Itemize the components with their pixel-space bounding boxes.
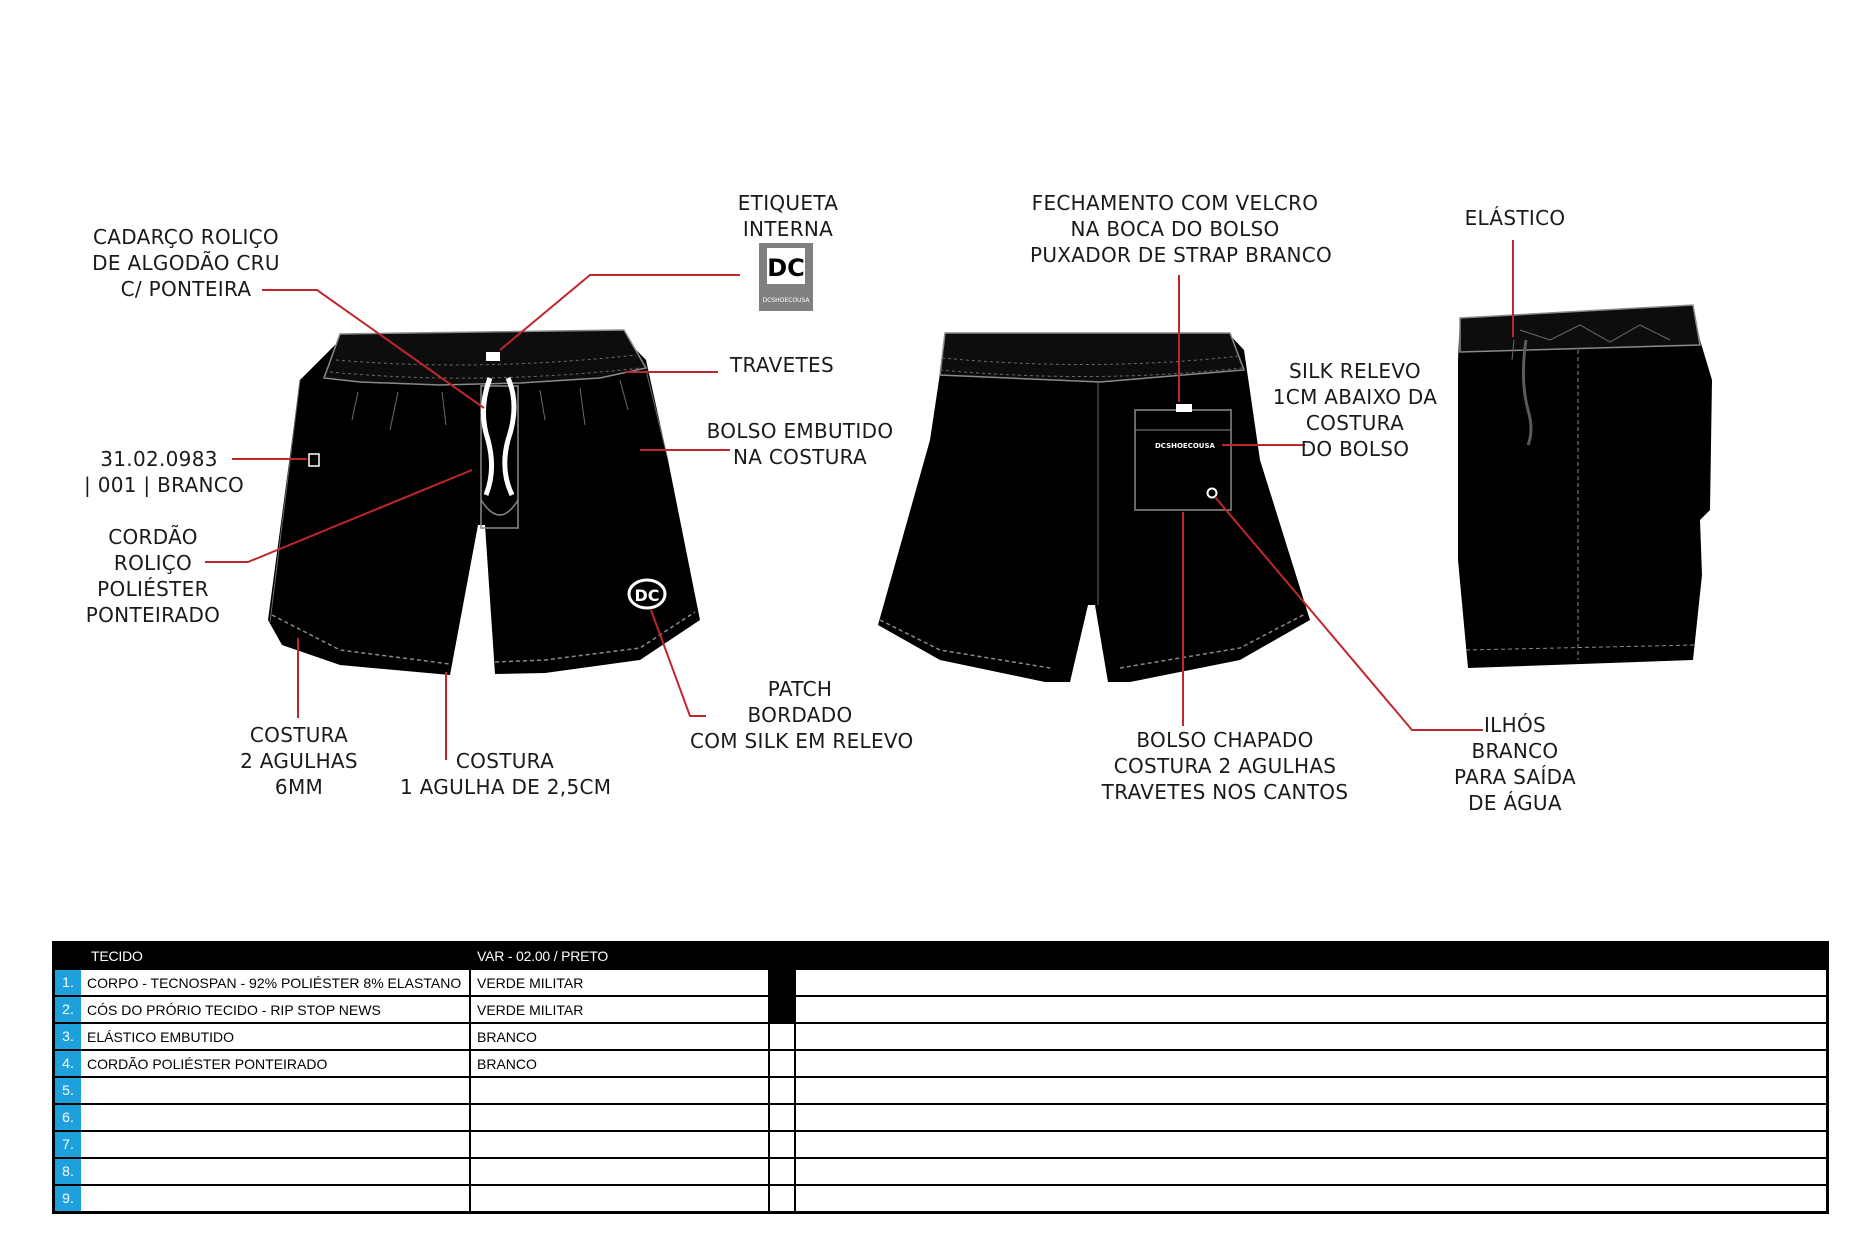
table-row: 1. CORPO - TECNOSPAN - 92% POLIÉSTER 8% E…: [55, 970, 1826, 997]
column-divider: [768, 1024, 770, 1049]
color-swatch: [770, 997, 796, 1022]
column-divider: [768, 1105, 770, 1130]
back-waistband: [939, 332, 1246, 383]
column-divider: [768, 1132, 770, 1157]
row-number: 4.: [55, 1051, 81, 1076]
row-number: 9.: [55, 1186, 81, 1211]
column-divider: [469, 1132, 471, 1157]
table-row: 7.: [55, 1132, 1826, 1159]
front-fly: [480, 385, 519, 529]
row-number: 6.: [55, 1105, 81, 1130]
callout-cadarco: [262, 289, 485, 409]
front-view: DC: [268, 329, 700, 675]
column-divider: [469, 970, 471, 995]
row-material: CORDÃO POLIÉSTER PONTEIRADO: [87, 1056, 328, 1072]
label-ref-code: 31.02.0983| 001 | BRANCO: [84, 447, 245, 497]
table-row: 4. CORDÃO POLIÉSTER PONTEIRADO BRANCO: [55, 1051, 1826, 1078]
color-swatch: [770, 1186, 796, 1211]
patch-logo: DC: [627, 578, 667, 610]
row-material: CORPO - TECNOSPAN - 92% POLIÉSTER 8% ELA…: [87, 975, 462, 991]
side-label: [308, 453, 320, 467]
pocket-strap-puller: [1176, 404, 1192, 412]
column-divider: [469, 1051, 471, 1076]
column-divider: [768, 1159, 770, 1184]
label-travetes: TRAVETES: [730, 353, 834, 377]
column-divider: [469, 1078, 471, 1103]
fabric-spec-table: TECIDO VAR - 02.00 / PRETO 1. CORPO - TEC…: [52, 941, 1829, 1214]
row-number: 8.: [55, 1159, 81, 1184]
color-swatch: [770, 1132, 796, 1157]
color-swatch: [770, 1105, 796, 1130]
color-swatch: [770, 1051, 796, 1076]
callout-ilhos: [1214, 496, 1483, 731]
row-color: BRANCO: [477, 1029, 537, 1045]
table-header: TECIDO VAR - 02.00 / PRETO: [55, 944, 1826, 970]
column-divider: [469, 1159, 471, 1184]
callout-etiqueta: [499, 274, 740, 351]
back-shorts-body: [878, 333, 1310, 682]
back-pocket: [1134, 409, 1232, 511]
header-variant: VAR - 02.00 / PRETO: [477, 948, 609, 964]
table-row: 8.: [55, 1159, 1826, 1186]
row-number: 2.: [55, 997, 81, 1022]
svg-text:DC: DC: [634, 586, 659, 605]
column-divider: [768, 1186, 770, 1211]
front-waist-logo: [486, 352, 500, 361]
row-number: 1.: [55, 970, 81, 995]
svg-text:DC: DC: [767, 254, 805, 282]
column-divider: [768, 970, 770, 995]
row-number: 5.: [55, 1078, 81, 1103]
column-divider: [469, 997, 471, 1022]
pocket-eyelet: [1206, 487, 1218, 499]
front-drawstring: [480, 377, 494, 496]
row-material: CÓS DO PRÓRIO TECIDO - RIP STOP NEWS: [87, 1002, 381, 1018]
svg-text:DCSHOECOUSA: DCSHOECOUSA: [763, 297, 811, 304]
color-swatch: [770, 1159, 796, 1184]
column-divider: [768, 1078, 770, 1103]
callout-cordao: [205, 469, 473, 563]
label-elastico: ELÁSTICO: [1464, 206, 1566, 230]
color-swatch: [770, 970, 796, 995]
front-waistband: [322, 329, 648, 386]
table-row: 6.: [55, 1105, 1826, 1132]
callout-lines: [205, 240, 1514, 760]
row-material: ELÁSTICO EMBUTIDO: [87, 1029, 235, 1045]
row-number: 7.: [55, 1132, 81, 1157]
table-row: 2. CÓS DO PRÓRIO TECIDO - RIP STOP NEWS VE…: [55, 997, 1826, 1024]
header-tecido: TECIDO: [91, 948, 143, 964]
row-number: 3.: [55, 1024, 81, 1049]
callout-patch: [650, 609, 706, 717]
row-color: BRANCO: [477, 1056, 537, 1072]
column-divider: [469, 1024, 471, 1049]
table-row: 9.: [55, 1186, 1826, 1213]
column-divider: [469, 1186, 471, 1211]
color-swatch: [770, 1024, 796, 1049]
back-view: DCSHOECOUSA: [878, 332, 1310, 682]
row-color: VERDE MILITAR: [477, 975, 584, 991]
inner-label-tag: DC DCSHOECOUSA: [759, 243, 813, 311]
column-divider: [768, 1051, 770, 1076]
row-color: VERDE MILITAR: [477, 1002, 584, 1018]
column-divider: [768, 997, 770, 1022]
table-row: 5.: [55, 1078, 1826, 1105]
column-divider: [469, 1105, 471, 1130]
color-swatch: [770, 1078, 796, 1103]
pocket-print: DCSHOECOUSA: [1155, 442, 1216, 450]
table-row: 3. ELÁSTICO EMBUTIDO BRANCO: [55, 1024, 1826, 1051]
side-shorts-body: [1458, 305, 1712, 668]
side-view: [1458, 304, 1712, 668]
